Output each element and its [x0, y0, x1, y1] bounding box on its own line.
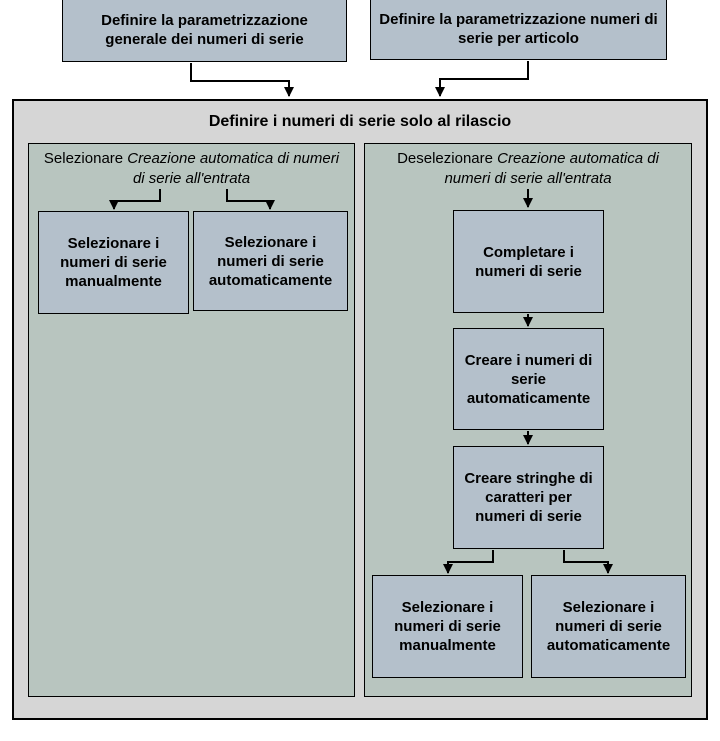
right-auto-box-label: Selezionare i numeri di serie automatica…	[546, 599, 671, 654]
top-right-box-label: Definire la parametrizzazione numeri di …	[379, 11, 658, 47]
left-panel-title: Selezionare Creazione automatica di nume…	[29, 149, 354, 189]
left-manual-box: Selezionare i numeri di serie manualment…	[38, 211, 189, 314]
right-auto-box: Selezionare i numeri di serie automatica…	[531, 575, 686, 678]
left-panel-title-prefix: Selezionare	[43, 150, 128, 167]
right-panel-title-italic: Creazione automatica di numeri di serie …	[444, 150, 659, 187]
right-step2-label: Creare i numeri di serie automaticamente	[464, 351, 593, 407]
main-title: Definire i numeri di serie solo al rilas…	[208, 113, 512, 130]
left-manual-box-label: Selezionare i numeri di serie manualment…	[60, 235, 167, 290]
right-step1-label: Completare i numeri di serie	[475, 243, 582, 280]
right-step3-box: Creare stringhe di caratteri per numeri …	[453, 446, 604, 549]
top-right-box: Definire la parametrizzazione numeri di …	[370, 0, 667, 60]
right-step3-label: Creare stringhe di caratteri per numeri …	[464, 470, 593, 525]
left-auto-box: Selezionare i numeri di serie automatica…	[193, 211, 348, 311]
right-step1-box: Completare i numeri di serie	[453, 210, 604, 313]
top-left-box-label: Definire la parametrizzazione generale d…	[101, 12, 308, 48]
right-panel-title-prefix: Deselezionare	[397, 150, 498, 167]
right-panel-title: Deselezionare Creazione automatica di nu…	[365, 149, 691, 189]
right-step2-box: Creare i numeri di serie automaticamente	[453, 328, 604, 430]
connector-top-left	[190, 63, 294, 97]
top-left-box: Definire la parametrizzazione generale d…	[62, 0, 347, 62]
left-auto-box-label: Selezionare i numeri di serie automatica…	[208, 233, 333, 289]
left-panel-title-italic: Creazione automatica di numeri di serie …	[127, 150, 340, 187]
right-manual-box-label: Selezionare i numeri di serie manualment…	[394, 599, 501, 654]
connector-top-right	[435, 61, 529, 97]
right-manual-box: Selezionare i numeri di serie manualment…	[372, 575, 523, 678]
